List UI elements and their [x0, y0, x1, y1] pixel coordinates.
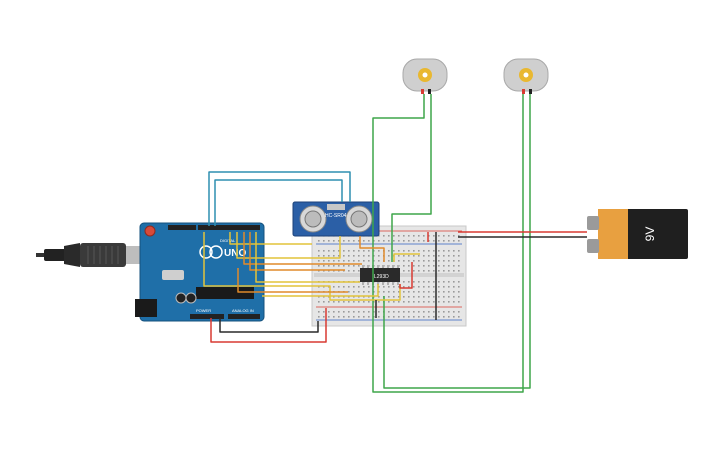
signal-wire [359, 236, 385, 262]
atmega-chip [196, 287, 254, 299]
reset-button[interactable] [144, 225, 156, 237]
sensor-wire [208, 171, 351, 226]
crystal [162, 270, 184, 280]
ic-label: L293D [374, 274, 389, 280]
motor-wire [372, 94, 524, 393]
motor-wire [391, 94, 432, 232]
motor-wire [383, 94, 531, 389]
breadboard-holes [318, 235, 460, 318]
signal-wire [393, 253, 420, 262]
power-header [190, 314, 224, 319]
ultrasonic-sensor[interactable]: HC-SR04 [292, 201, 380, 237]
dc-motor-left[interactable] [402, 58, 448, 94]
arduino-logo-icon [199, 245, 213, 259]
digital-header [198, 225, 260, 230]
motor-driver-ic[interactable]: L293D [360, 265, 400, 285]
power-label: POWER [196, 308, 211, 313]
battery-terminal [587, 216, 599, 230]
analog-header [228, 314, 260, 319]
power-wire [219, 318, 319, 333]
capacitor [185, 292, 197, 304]
aref-header [168, 225, 196, 230]
digital-label: DIGITAL [220, 238, 236, 243]
signal-wire [236, 232, 341, 259]
sensor-label: HC-SR04 [325, 213, 347, 219]
capacitor [175, 292, 187, 304]
signal-wire [255, 232, 360, 283]
usb-cable [36, 243, 152, 267]
signal-wire [243, 232, 362, 265]
signal-wire [249, 232, 345, 271]
dc-motor-right[interactable] [503, 58, 549, 94]
power-wire [210, 308, 327, 343]
battery-terminal [587, 239, 599, 253]
signal-wire [262, 284, 379, 297]
signal-wire [229, 232, 312, 245]
battery-9v[interactable]: 9V [587, 209, 688, 259]
sensor-crystal [327, 204, 345, 210]
arduino-uno-board[interactable]: UNO DIGITAL POWER ANALOG IN [135, 222, 265, 322]
sensor-wire [214, 179, 343, 226]
arduino-logo-text: UNO [224, 248, 246, 259]
signal-wire [203, 232, 401, 301]
analog-label: ANALOG IN [232, 308, 254, 313]
signal-wire [237, 268, 348, 293]
battery-label: 9V [643, 227, 657, 242]
power-wire [399, 262, 413, 289]
power-jack [135, 299, 157, 317]
